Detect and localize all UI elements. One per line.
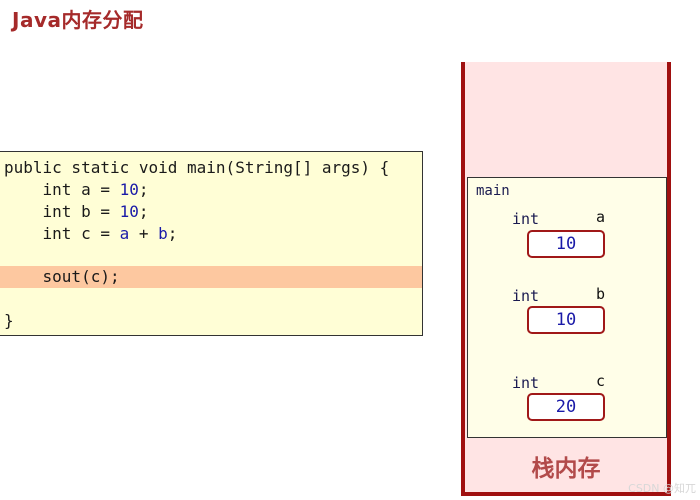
code-line-c: int c = a + b; [4,224,178,243]
code-line-sout: sout(c); [4,267,120,286]
page-title: Java内存分配 [12,8,144,32]
var-a-name: a [596,208,606,226]
frame-label: main [476,183,510,199]
watermark: CSDN @知兀 [628,482,696,495]
code-line-b: int b = 10; [4,202,149,221]
var-c-value-box: 20 [527,393,605,421]
code-line-close: } [4,311,14,330]
main-stack-frame: main int a 10 int b 10 int c 20 [467,177,667,438]
var-a-type: int [512,210,540,228]
stack-memory-label: 栈内存 [531,456,601,482]
code-line-signature: public static void main(String[] args) { [4,158,390,177]
var-c-name: c [596,372,606,390]
current-line-highlight [0,266,422,288]
var-b-type: int [512,287,540,305]
var-c-type: int [512,374,540,392]
var-a-value-box: 10 [527,230,605,258]
var-b-value-box: 10 [527,306,605,334]
var-b-name: b [596,285,606,303]
code-line-a: int a = 10; [4,180,149,199]
code-block: public static void main(String[] args) {… [0,151,423,336]
